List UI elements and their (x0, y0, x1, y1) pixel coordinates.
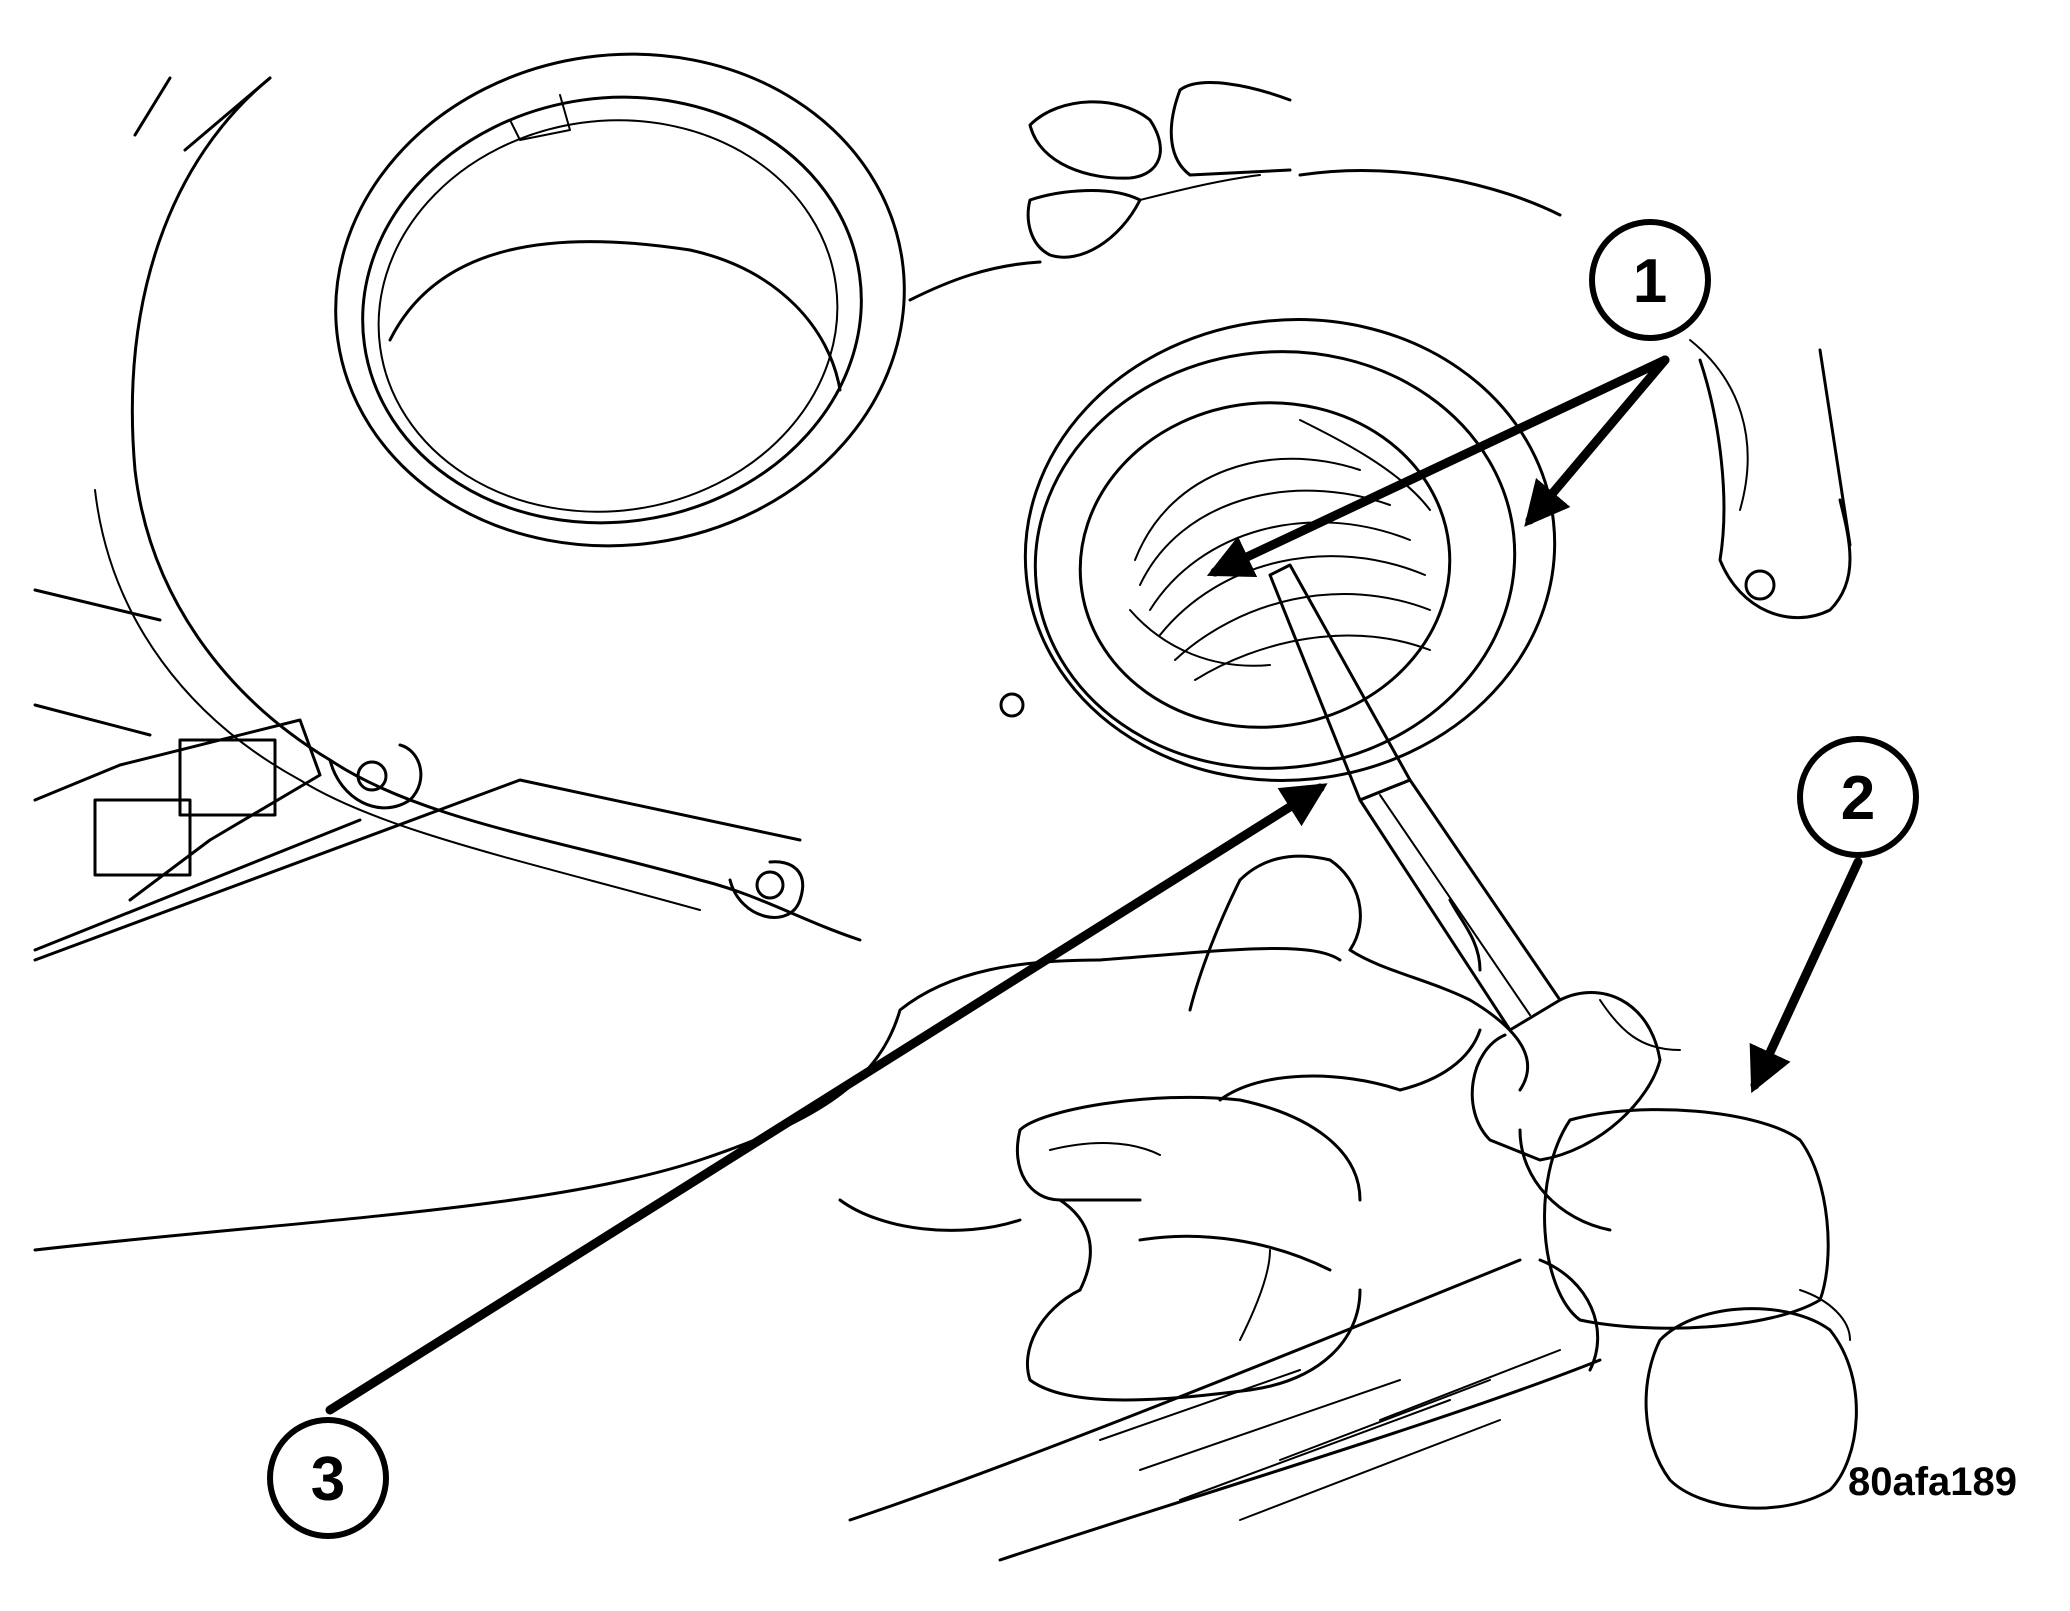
leader-arrows (325, 355, 1863, 1415)
callout-2: 2 (1797, 736, 1919, 858)
screwdriver (1268, 563, 1681, 1232)
arrow-1a (1206, 355, 1670, 578)
engine-block-edge (33, 588, 802, 962)
figure-id: 80afa189 (1848, 1460, 2017, 1504)
camshaft-seal-opening (334, 52, 906, 548)
callout-3: 3 (267, 1417, 389, 1539)
hammer (848, 1108, 1858, 1562)
timing-cover (94, 76, 1852, 942)
arrow-1b (1524, 355, 1670, 527)
arrow-2 (1749, 857, 1863, 1094)
callout-2-label: 2 (1841, 764, 1875, 833)
crankshaft-seal-bore (1023, 318, 1557, 782)
callout-1-label: 1 (1633, 247, 1667, 316)
callout-1: 1 (1589, 219, 1711, 341)
arrow-3 (325, 783, 1328, 1415)
callout-3-label: 3 (311, 1445, 345, 1514)
